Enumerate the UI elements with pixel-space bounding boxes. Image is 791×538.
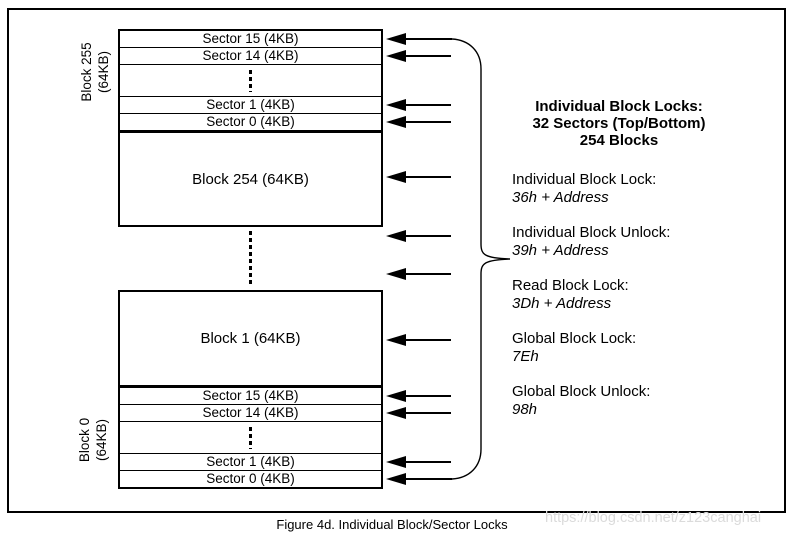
legend-entry-global-block-lock: Global Block Lock: 7Eh	[512, 330, 670, 366]
legend-heading-line: 254 Blocks	[579, 132, 659, 149]
vertical-ellipsis	[249, 69, 252, 92]
memory-stack-top: Sector 15 (4KB) Sector 14 (4KB) Sector 1…	[118, 29, 383, 227]
sector-row: Sector 15 (4KB)	[120, 31, 381, 48]
sector-row: Sector 0 (4KB)	[120, 114, 381, 133]
vertical-ellipsis	[249, 426, 252, 449]
arrow-block-1	[386, 334, 451, 346]
legend-entry-command: 39h + Address	[512, 242, 609, 259]
sector-row: Sector 0 (4KB)	[206, 471, 295, 486]
arrow-gap-lower	[386, 268, 451, 280]
legend-entry-global-block-unlock: Global Block Unlock: 98h	[512, 383, 670, 419]
sector-ellipsis-row	[120, 422, 381, 454]
legend-entry-label: Global Block Unlock:	[512, 383, 651, 400]
arrow-sector15-bottom	[386, 390, 451, 402]
figure-caption: Figure 4d. Individual Block/Sector Locks	[276, 517, 508, 532]
arrow-sector14-top	[386, 50, 451, 62]
legend-heading: Individual Block Locks: 32 Sectors (Top/…	[505, 98, 733, 149]
arrow-sector0-bottom	[386, 473, 452, 485]
sector-ellipsis-row	[120, 65, 381, 97]
arrow-gap-upper	[386, 230, 451, 242]
sector-row: Sector 1 (4KB)	[120, 454, 381, 471]
sector-row: Sector 1 (4KB)	[120, 97, 381, 114]
curly-brace	[451, 38, 511, 480]
legend-entry-read-block-lock: Read Block Lock: 3Dh + Address	[512, 277, 670, 313]
arrow-sector14-bottom	[386, 407, 451, 419]
sector-row: Sector 14 (4KB)	[120, 48, 381, 65]
side-label-line: Block 255	[79, 42, 94, 102]
arrow-sector1-top	[386, 99, 451, 111]
legend-entry-label: Individual Block Unlock:	[512, 224, 671, 241]
legend-heading-line: Individual Block Locks:	[535, 98, 703, 115]
legend-entry-command: 98h	[512, 401, 538, 418]
legend-entry-individual-block-unlock: Individual Block Unlock: 39h + Address	[512, 224, 670, 260]
block-0-side-label: Block 0 (64KB)	[75, 385, 111, 495]
block-1-label: Block 1 (64KB)	[120, 292, 381, 388]
arrow-sector1-bottom	[386, 456, 451, 468]
arrow-group	[386, 33, 452, 485]
memory-stack-bottom: Block 1 (64KB) Sector 15 (4KB) Sector 14…	[118, 290, 383, 489]
side-label-line: Block 0	[77, 417, 92, 463]
legend-entry-command: 36h + Address	[512, 189, 609, 206]
legend-entry-label: Global Block Lock:	[512, 330, 637, 347]
side-label-line: (64KB)	[94, 418, 109, 462]
arrow-sector15-top	[386, 33, 452, 45]
side-label-line: (64KB)	[96, 50, 111, 94]
block-254-label: Block 254 (64KB)	[192, 170, 309, 188]
arrow-block-254	[386, 171, 451, 183]
legend-entry-label: Read Block Lock:	[512, 277, 629, 294]
legend-entry-label: Individual Block Lock:	[512, 171, 657, 188]
arrows-and-brace	[386, 33, 511, 485]
legend-entries: Individual Block Lock: 36h + Address Ind…	[512, 171, 670, 436]
legend-entry-individual-block-lock: Individual Block Lock: 36h + Address	[512, 171, 670, 207]
legend-entry-command: 3Dh + Address	[512, 295, 612, 312]
legend-entry-command: 7Eh	[512, 348, 539, 365]
watermark-text: https://blog.csdn.net/z123canghai	[545, 510, 762, 526]
sector-row: Sector 15 (4KB)	[120, 388, 381, 405]
between-blocks-ellipsis	[249, 231, 252, 284]
sector-row: Sector 14 (4KB)	[120, 405, 381, 422]
legend-heading-line: 32 Sectors (Top/Bottom)	[532, 115, 706, 132]
arrow-sector0-top	[386, 116, 451, 128]
block-255-side-label: Block 255 (64KB)	[77, 17, 113, 127]
